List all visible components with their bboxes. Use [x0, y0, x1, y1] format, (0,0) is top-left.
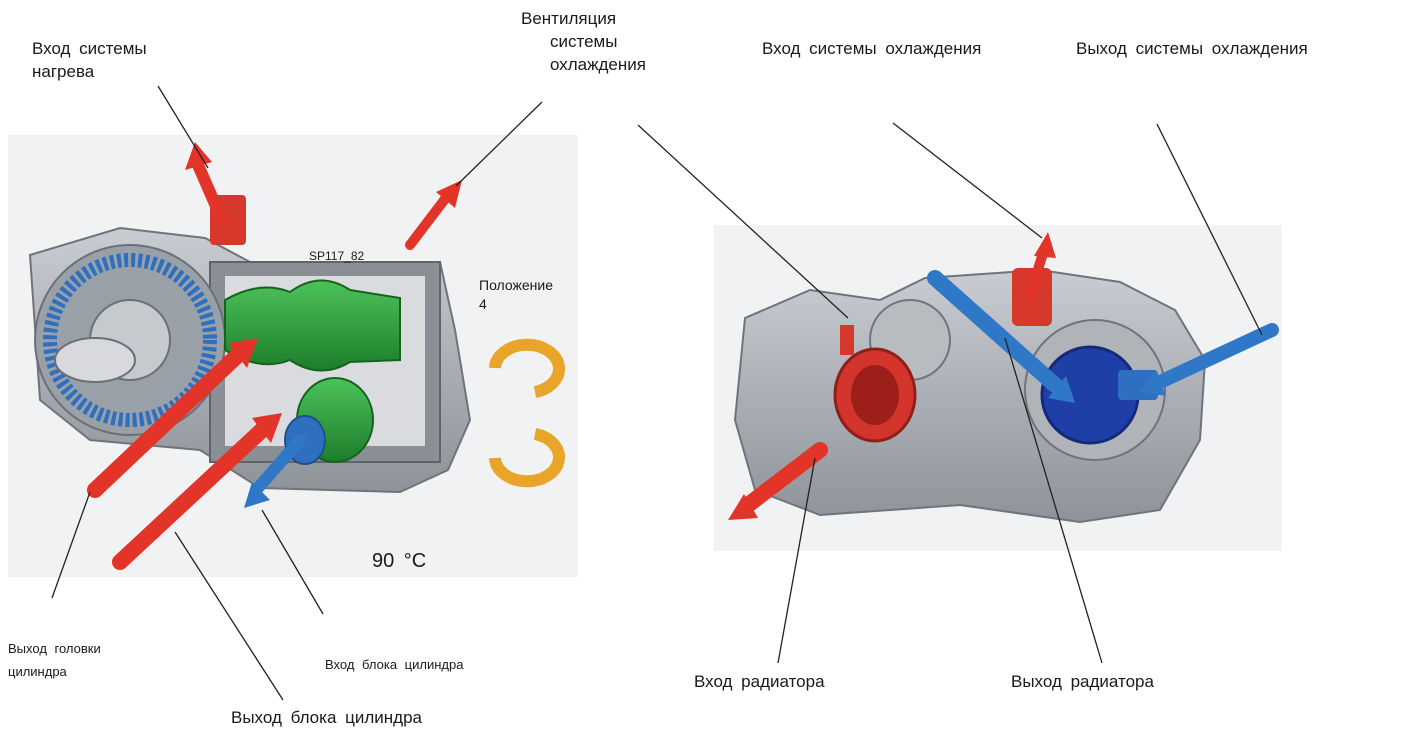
position-line1: Положение	[479, 276, 553, 295]
heating-inlet-line1: Вход системы	[32, 38, 147, 61]
heating-inlet-line2: нагрева	[32, 61, 147, 84]
cooling-inlet-label: Вход системы охлаждения	[762, 38, 981, 61]
block-inlet-label: Вход блока цилиндра	[325, 656, 463, 674]
heating-inlet-label: Вход системы нагрева	[32, 38, 147, 84]
radiator-inlet-label: Вход радиатора	[694, 671, 825, 694]
position-line2: 4	[479, 295, 553, 314]
cooling-outlet-label: Выход системы охлаждения	[1076, 38, 1308, 61]
drive-gear	[35, 245, 225, 435]
cooling-vent-line2: системы	[521, 31, 646, 54]
head-outlet-line2: цилиндра	[8, 661, 101, 684]
temperature-label: 90 °C	[372, 548, 426, 575]
block-outlet-label: Выход блока цилиндра	[231, 707, 422, 730]
cooling-vent-line1: Вентиляция	[521, 8, 646, 31]
position-label: Положение 4	[479, 276, 553, 314]
cooling-vent-label: Вентиляция системы охлаждения	[521, 8, 646, 77]
cooling-vent-line3: охлаждения	[521, 54, 646, 77]
head-outlet-line1: Выход головки	[8, 638, 101, 661]
figure-code: SP117_82	[309, 248, 364, 264]
rotation-arrows	[495, 345, 559, 481]
radiator-outlet-label: Выход радиатора	[1011, 671, 1154, 694]
head-outlet-label: Выход головки цилиндра	[8, 638, 101, 684]
